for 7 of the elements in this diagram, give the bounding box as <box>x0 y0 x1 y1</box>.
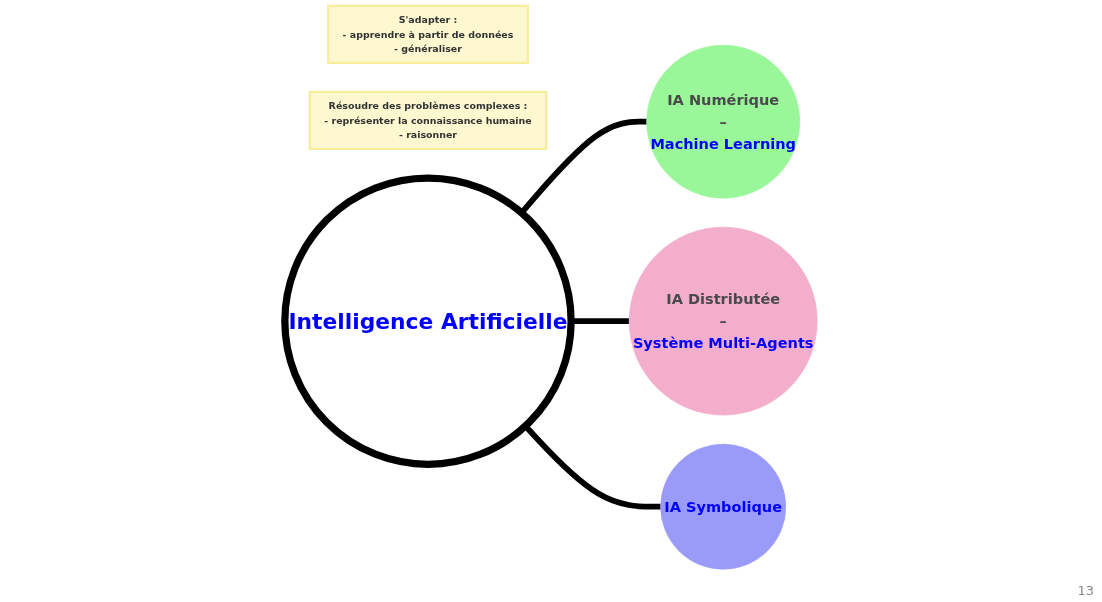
node-box: Résoudre des problèmes complexes : - représenter la connaissance humaine - raisonner <box>308 90 548 151</box>
node-circle: IA Numérique – Machine Learning <box>646 44 800 199</box>
node-circle: IA Distributée – Système Multi-Agents <box>628 226 818 416</box>
page-number: 13 <box>1077 583 1094 598</box>
node-circle: IA Symbolique <box>660 443 787 570</box>
node-circle: Intelligence Artificielle <box>281 174 575 468</box>
node-box: S'adapter : - apprendre à partir de données - généraliser <box>327 4 529 64</box>
